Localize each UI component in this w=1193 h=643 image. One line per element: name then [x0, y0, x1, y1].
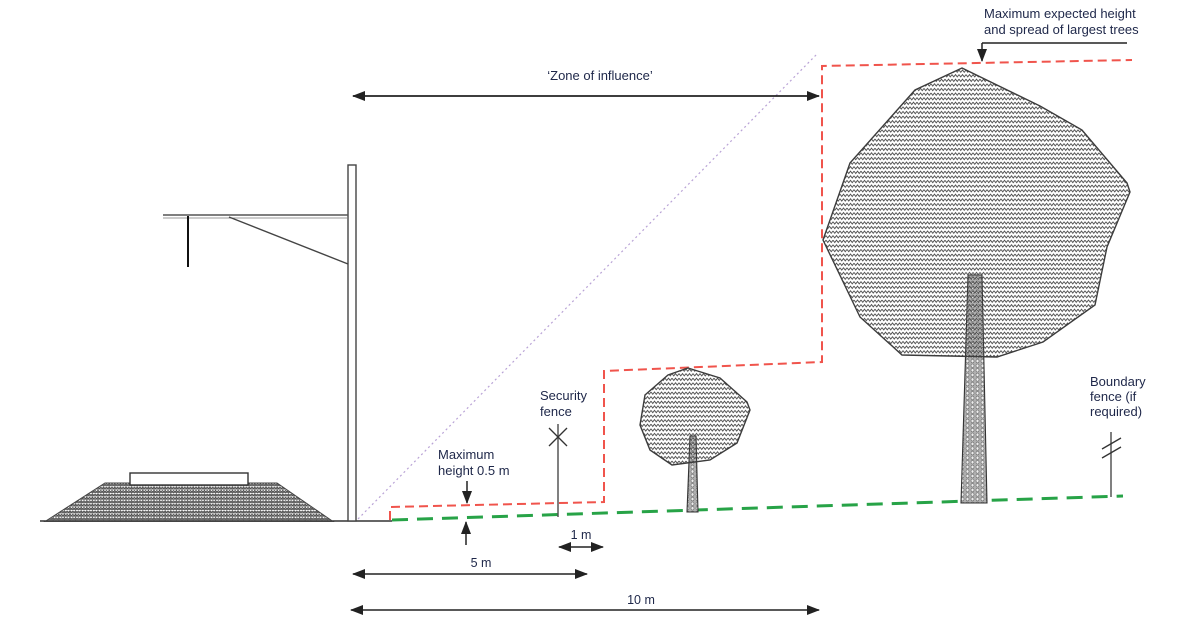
boundary-fence-tick: [1101, 446, 1122, 459]
dim-1m-label: 1 m: [570, 528, 592, 542]
small-tree-canopy: [639, 367, 751, 466]
security-fence-label-line1: Security: [540, 388, 587, 403]
max-tree-label-line2: and spread of largest trees: [984, 22, 1139, 37]
ground-surface-line: [391, 494, 1124, 522]
ole-mast: [347, 164, 357, 522]
max-height-label-line2: height 0.5 m: [438, 463, 510, 478]
max-height-label-line1: Maximum: [438, 447, 495, 462]
large-tree-canopy: [822, 67, 1131, 358]
security-fence-label: Security fence: [540, 388, 587, 420]
boundary-fence-label-line2: fence (if: [1090, 389, 1137, 404]
max-tree-label: Maximum expected height and spread of la…: [984, 6, 1139, 38]
dim-5m-label: 5 m: [470, 556, 492, 570]
zone-of-influence-label: ‘Zone of influence’: [547, 68, 653, 83]
security-fence-x-mark: [548, 427, 568, 447]
track-slab: [129, 472, 249, 486]
diagonal-guide-line: [357, 52, 819, 520]
dim-10m-label: 10 m: [627, 593, 655, 607]
security-fence-label-line2: fence: [540, 404, 572, 419]
max-height-envelope-line: [389, 59, 1133, 520]
boundary-fence-tick: [1101, 437, 1122, 450]
max-tree-label-line1: Maximum expected height: [984, 6, 1136, 21]
boundary-fence-label: Boundary fence (if required): [1090, 374, 1146, 419]
railway-embankment: [43, 482, 335, 522]
boundary-fence-label-line1: Boundary: [1090, 374, 1146, 389]
boundary-fence-label-line3: required): [1090, 404, 1143, 419]
cantilever-brace: [228, 216, 349, 265]
max-height-label: Maximum height 0.5 m: [438, 447, 510, 479]
